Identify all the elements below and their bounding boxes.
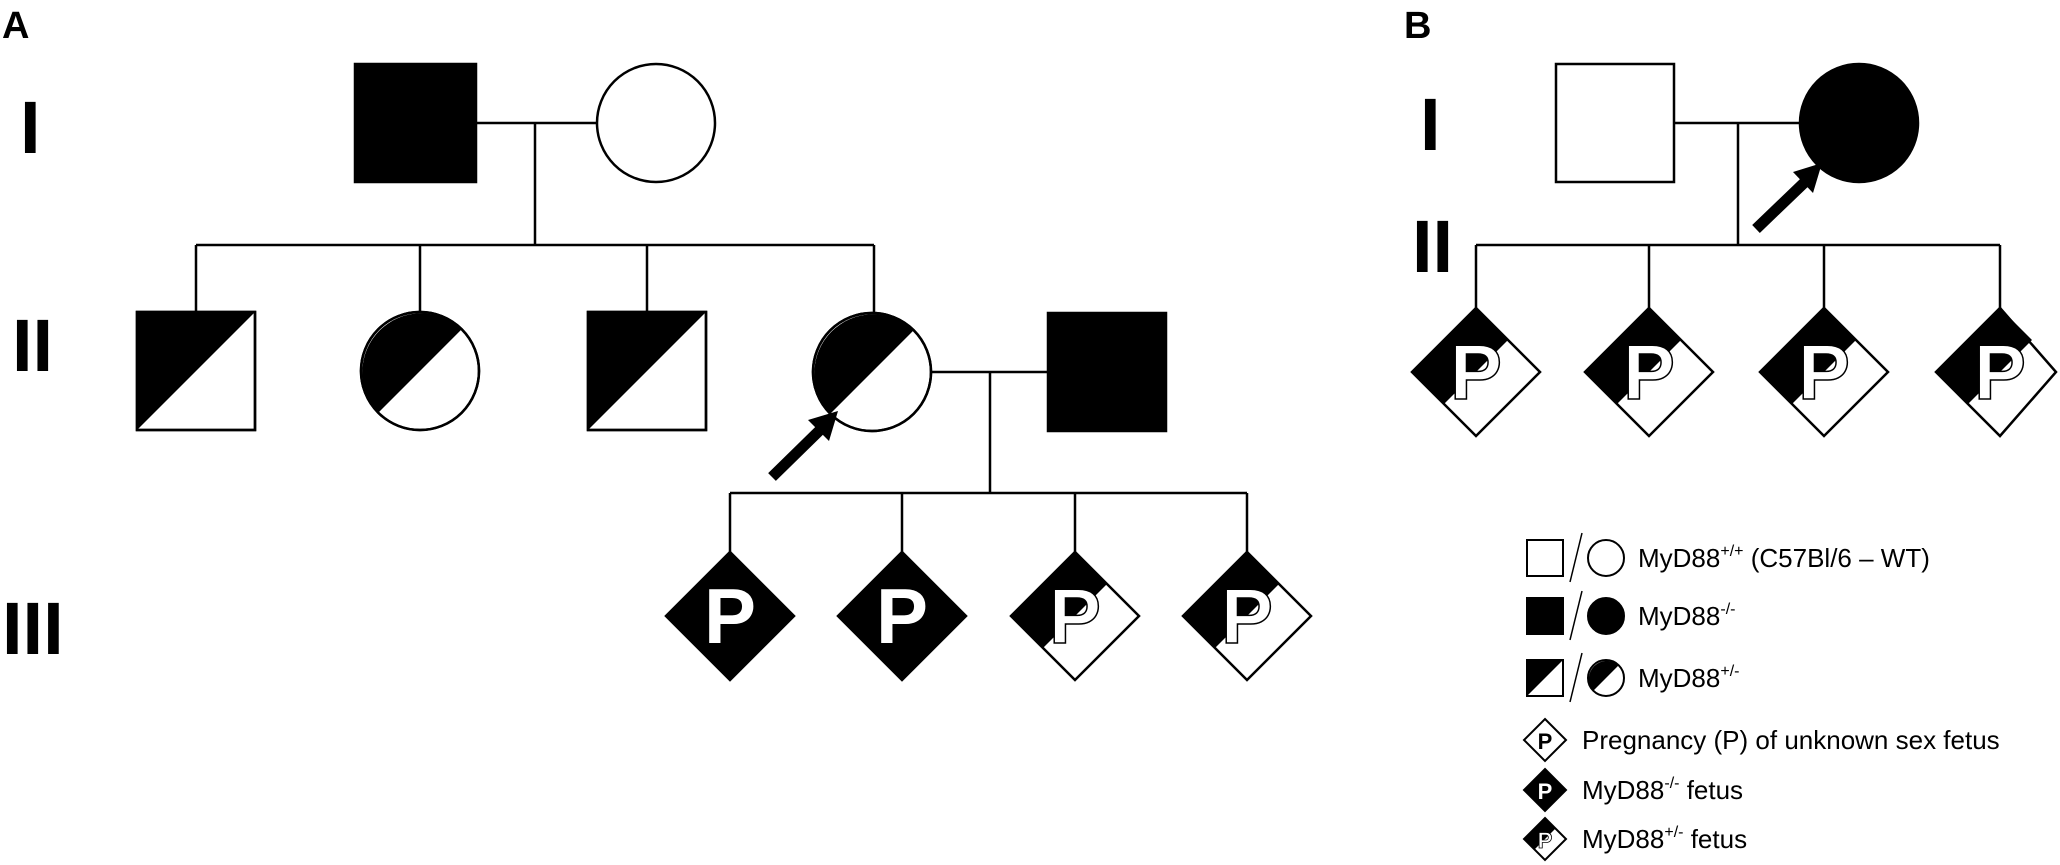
fetus-letter: P (1974, 328, 2026, 416)
fetus-letter: P (704, 572, 756, 660)
legend-row-pregnancy: P Pregnancy (P) of unknown sex fetus (1522, 717, 2000, 763)
individual-a-ii-3 (586, 310, 708, 432)
legend-row-ko: MyD88-/- (1526, 590, 1735, 641)
fetus-b-ii-1: P (1410, 306, 1542, 438)
legend: MyD88+/+ (C57Bl/6 – WT) MyD88-/- MyD88+/… (1522, 532, 2000, 862)
legend-label-wt: MyD88+/+ (C57Bl/6 – WT) (1638, 543, 1930, 573)
individual-a-i-2 (595, 62, 717, 184)
fetus-letter: P (1623, 328, 1675, 416)
pedigree-lines-b (1474, 121, 2002, 308)
individual-a-i-1 (353, 62, 478, 184)
individual-a-ii-2 (359, 310, 481, 432)
fetus-letter: P (1538, 779, 1553, 804)
fetus-a-iii-4: P (1181, 550, 1313, 682)
legend-label-het: MyD88+/- (1638, 663, 1739, 693)
legend-row-het: MyD88+/- (1526, 652, 1739, 703)
legend-row-wt: MyD88+/+ (C57Bl/6 – WT) (1526, 532, 1930, 583)
generation-label-b-1: I (1420, 83, 1441, 166)
proband-arrow-b (1752, 163, 1822, 233)
pedigree-lines-a (194, 121, 1249, 552)
generation-label-b-2: II (1412, 205, 1453, 288)
fetus-letter: P (1798, 328, 1850, 416)
individual-b-i-2 (1798, 62, 1920, 184)
legend-row-het-fetus: P MyD88+/- fetus (1522, 816, 1747, 862)
panel-label-b: B (1404, 5, 1431, 47)
fetus-b-ii-2: P (1583, 306, 1715, 438)
fetus-letter: P (1221, 572, 1273, 660)
fetus-letter: P (1538, 828, 1553, 853)
legend-label-het-fetus: MyD88+/- fetus (1582, 824, 1747, 854)
generation-label-a-1: I (20, 86, 41, 169)
individual-a-ii-4 (811, 311, 933, 433)
individual-a-ii-1 (135, 310, 257, 432)
fetus-letter: P (1049, 572, 1101, 660)
generation-label-a-3: III (2, 587, 64, 670)
individual-a-ii-5 (1046, 311, 1168, 433)
legend-label-ko-fetus: MyD88-/- fetus (1582, 775, 1743, 805)
fetus-a-iii-1: P (664, 550, 796, 682)
generation-label-a-2: II (12, 304, 53, 387)
legend-row-ko-fetus: P MyD88-/- fetus (1522, 767, 1743, 813)
fetus-letter: P (1450, 328, 1502, 416)
panel-label-a: A (2, 5, 29, 47)
legend-label-pregnancy: Pregnancy (P) of unknown sex fetus (1582, 725, 2000, 755)
fetus-b-ii-4: P (1934, 306, 2058, 438)
fetus-letter: P (876, 572, 928, 660)
fetus-a-iii-3: P (1009, 550, 1141, 682)
legend-label-ko: MyD88-/- (1638, 601, 1735, 631)
fetus-letter: P (1538, 729, 1553, 754)
proband-arrow-a (768, 411, 838, 481)
fetus-a-iii-2: P (836, 550, 968, 682)
individual-b-i-1 (1554, 62, 1676, 184)
fetus-b-ii-3: P (1758, 306, 1890, 438)
